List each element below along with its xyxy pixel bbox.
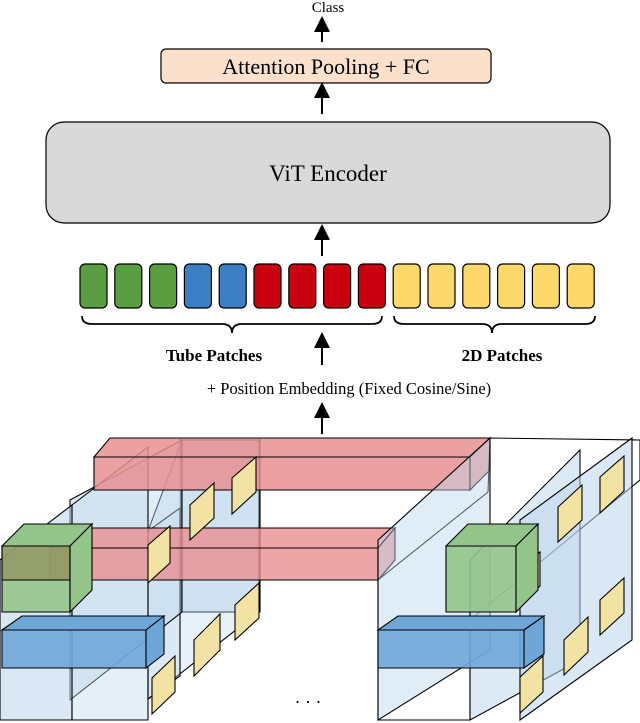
2d-patch-token-14 bbox=[531, 263, 561, 309]
tube-patch-token-1 bbox=[79, 263, 108, 309]
vit-encoder-label: ViT Encoder bbox=[269, 161, 387, 186]
frames-ellipsis: · · · bbox=[295, 692, 322, 712]
attention-pooling-label: Attention Pooling + FC bbox=[222, 54, 429, 79]
right-blue-tube-front bbox=[377, 629, 525, 669]
right-2d-patch-1 bbox=[557, 483, 583, 544]
token-sequence bbox=[79, 263, 595, 309]
2d-patches-brace bbox=[393, 315, 596, 334]
tube-patch-token-5 bbox=[218, 263, 247, 309]
left-green-cube-side bbox=[69, 522, 93, 614]
right-blue-tube-top bbox=[376, 615, 546, 631]
2d-patch-token-13 bbox=[497, 263, 526, 309]
position-embedding-label: + Position Embedding (Fixed Cosine/Sine) bbox=[207, 379, 491, 398]
2d-patch-token-12 bbox=[462, 263, 491, 309]
red-tube-mid-face bbox=[48, 527, 397, 549]
tube-patch-token-9 bbox=[357, 263, 386, 309]
left-2d-patch-6 bbox=[151, 654, 176, 716]
right-2d-patch-5 bbox=[563, 615, 589, 677]
tube-patch-token-4 bbox=[183, 263, 212, 309]
left-2d-patch-1 bbox=[189, 481, 215, 542]
tube-patches-brace bbox=[81, 315, 383, 334]
right-2d-patch-2 bbox=[599, 454, 625, 515]
tube-patch-token-3 bbox=[149, 263, 178, 309]
red-tube-mid-front bbox=[49, 547, 379, 581]
vit-encoder-box bbox=[45, 121, 611, 224]
tube-patch-token-2 bbox=[114, 263, 143, 309]
tube-patches-label: Tube Patches bbox=[166, 346, 263, 365]
tube-patch-token-6 bbox=[253, 263, 282, 309]
2d-patches-label: 2D Patches bbox=[462, 346, 543, 365]
tube-patch-token-8 bbox=[323, 263, 352, 309]
left-2d-patch-2 bbox=[231, 455, 257, 516]
tube-patch-token-7 bbox=[288, 263, 317, 309]
left-2d-patch-5 bbox=[193, 612, 221, 678]
2d-patch-token-15 bbox=[566, 263, 595, 309]
2d-patch-token-10 bbox=[392, 263, 421, 309]
2d-patch-token-11 bbox=[427, 263, 456, 309]
class-label: Class bbox=[312, 0, 345, 16]
red-tube-top-face bbox=[92, 437, 492, 458]
left-blue-tube-front bbox=[1, 629, 147, 669]
left-blue-tube-side bbox=[145, 614, 165, 670]
left-2d-patch-4 bbox=[234, 581, 260, 642]
right-green-cube-front bbox=[445, 545, 517, 613]
red-tube-top-front bbox=[93, 456, 471, 491]
right-green-cube-side bbox=[515, 522, 539, 614]
right-2d-patch-4 bbox=[599, 576, 625, 637]
video-volume bbox=[0, 436, 640, 722]
left-2d-patch-3 bbox=[147, 524, 171, 585]
right-2d-patch-6 bbox=[519, 654, 544, 715]
left-blue-tube-top bbox=[0, 615, 166, 631]
left-green-cube-overlap bbox=[1, 545, 71, 581]
right-blue-tube-side bbox=[523, 614, 545, 670]
